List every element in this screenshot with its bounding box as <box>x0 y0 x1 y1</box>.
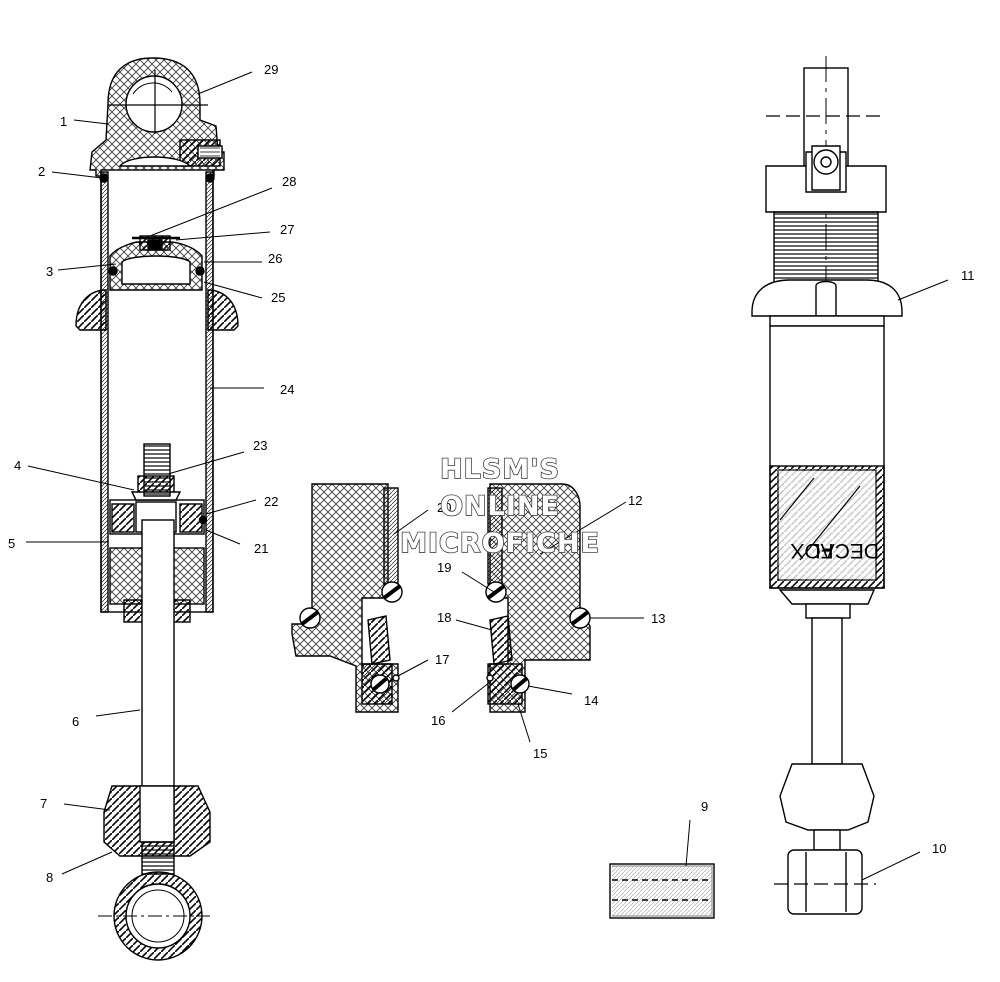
callout-8: 8 <box>46 870 53 885</box>
callout-27: 27 <box>280 222 294 237</box>
callout-11: 11 <box>961 268 975 283</box>
callout-12: 12 <box>628 493 642 508</box>
callout-23: 23 <box>253 438 267 453</box>
watermark-line-3: MICROFICHE <box>400 528 600 559</box>
leader-lines <box>26 71 949 881</box>
callout-21: 21 <box>254 541 268 556</box>
shaft-exterior <box>811 617 843 765</box>
eyelet-bushing <box>125 75 183 133</box>
seal-head-detail <box>291 483 591 713</box>
callout-9: 9 <box>701 799 708 814</box>
callout-5: 5 <box>8 536 15 551</box>
shock-exterior <box>751 56 903 915</box>
callout-labels: 1 2 3 4 5 6 7 8 9 10 11 12 13 14 15 16 1… <box>8 62 975 885</box>
sleeve-9 <box>609 863 715 919</box>
callout-6: 6 <box>72 714 79 729</box>
callout-14: 14 <box>584 693 598 708</box>
callout-7: 7 <box>40 796 47 811</box>
callout-13: 13 <box>651 611 665 626</box>
shock-cutaway <box>75 57 239 961</box>
callout-1: 1 <box>60 114 67 129</box>
spring-collar <box>75 289 107 331</box>
callout-16: 16 <box>431 713 445 728</box>
callout-17: 17 <box>435 652 449 667</box>
callout-15: 15 <box>533 746 547 761</box>
preload-threads <box>773 211 879 283</box>
callout-24: 24 <box>280 382 294 397</box>
callout-28: 28 <box>282 174 296 189</box>
callout-25: 25 <box>271 290 285 305</box>
callout-10: 10 <box>932 841 946 856</box>
callout-18: 18 <box>437 610 451 625</box>
callout-20: 20 <box>437 500 451 515</box>
watermark-line-2: ONLINE <box>440 491 560 522</box>
callout-2: 2 <box>38 164 45 179</box>
callout-22: 22 <box>264 494 278 509</box>
decal-label: DECAL FOX <box>790 539 879 562</box>
callout-26: 26 <box>268 251 282 266</box>
svg-text:DECAL: DECAL <box>809 539 879 562</box>
lower-bushing <box>787 849 863 915</box>
watermark: HLSM'S ONLINE MICROFICHE <box>399 453 600 560</box>
callout-19: 19 <box>437 560 451 575</box>
watermark-line-1: HLSM'S <box>440 454 560 485</box>
callout-29: 29 <box>264 62 278 77</box>
svg-text:FOX: FOX <box>790 539 833 562</box>
callout-4: 4 <box>14 458 21 473</box>
callout-3: 3 <box>46 264 53 279</box>
